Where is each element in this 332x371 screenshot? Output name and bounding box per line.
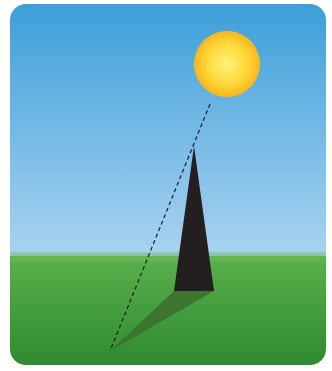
sun-icon — [194, 31, 260, 97]
horizon-blend — [10, 252, 326, 262]
scene-frame — [10, 4, 326, 365]
sky — [10, 4, 326, 266]
